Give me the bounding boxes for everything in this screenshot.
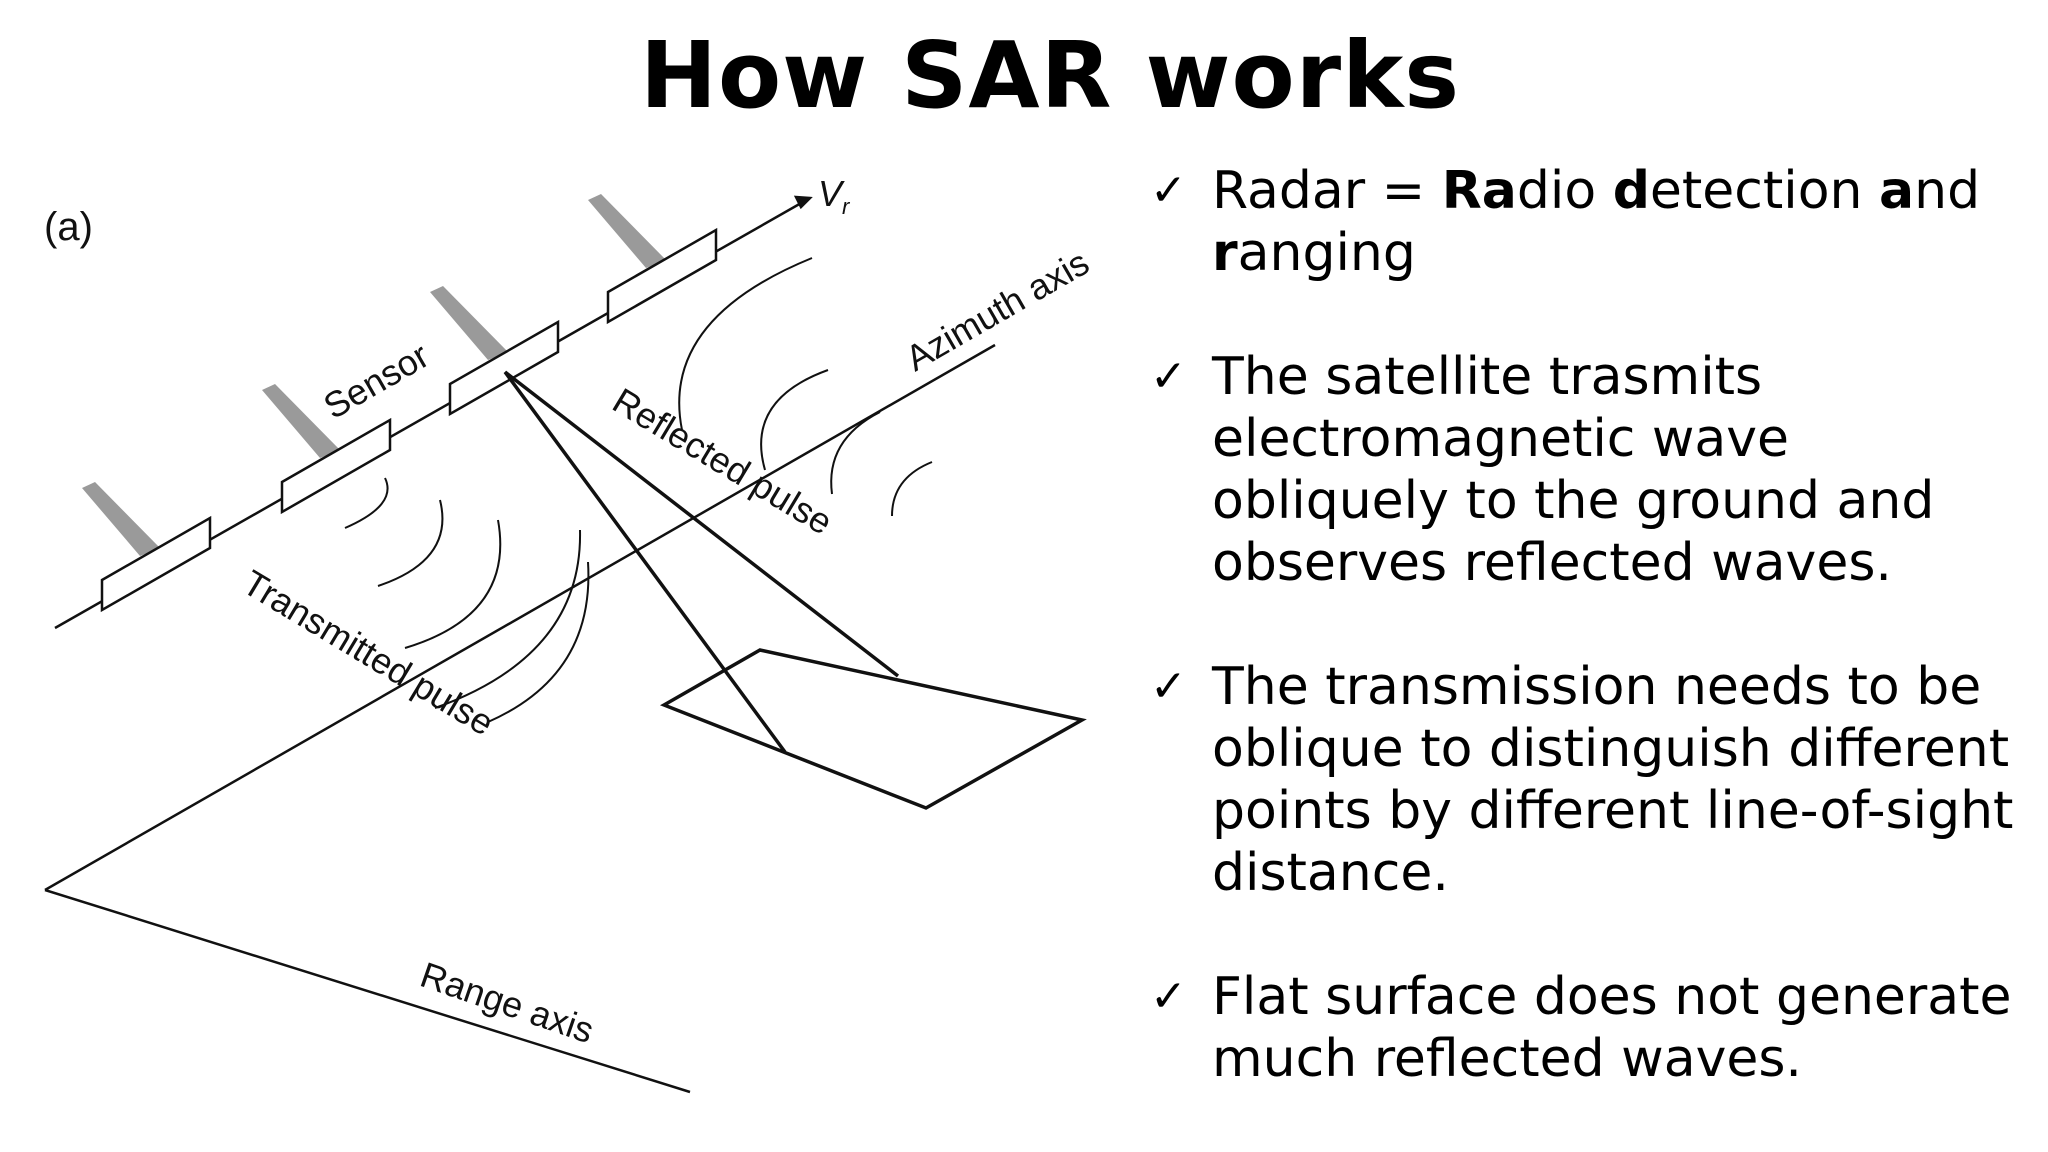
azimuth-axis-label: Azimuth axis [899,241,1096,379]
bullet-list: ✓ Radar = Radio detection and ranging ✓ … [1150,160,2030,1152]
velocity-arrow-head [793,195,813,210]
bullet-satellite: ✓ The satellite trasmits electromagnetic… [1150,346,2030,594]
sensor-box [448,319,560,417]
bullet-text: The satellite trasmits electromagnetic w… [1212,347,1935,593]
word-part: nd [1914,161,1981,221]
ground-footprint [659,648,1087,810]
check-icon: ✓ [1150,351,1187,402]
beam-line [503,370,787,754]
satellite-antenna-icon [82,482,160,556]
bullet-text: The transmission needs to be oblique to … [1212,657,2014,903]
acronym-letter: a [1879,161,1915,221]
acronym-letter: Ra [1441,161,1517,221]
sensor-box [280,417,392,515]
word-part: dio [1516,161,1613,221]
check-icon: ✓ [1150,165,1187,216]
sar-geometry-diagram: (a) Vr Sensor Azimuth axis Reflected pul… [44,173,1096,1094]
reflected-pulse-arcs [678,257,933,517]
transmitted-pulse-arcs [344,477,590,723]
acronym-letter: d [1612,161,1650,221]
radar-prefix: Radar = [1212,161,1442,221]
sensor-box [606,227,718,325]
velocity-label: Vr [818,173,851,219]
transmitted-pulse-label: Transmitted pulse [236,562,501,744]
sensor-label: Sensor [317,334,436,427]
slide-title: How SAR works [639,22,1461,129]
antenna-beams [82,194,666,556]
acronym-letter: r [1212,223,1238,283]
word-part: anging [1237,223,1416,283]
bullet-text: Radar = Radio detection and ranging [1212,161,1980,283]
word-part: etection [1649,161,1880,221]
velocity-label-subscript: r [842,194,851,219]
satellite-antenna-icon [430,286,508,360]
bullet-oblique: ✓ The transmission needs to be oblique t… [1150,656,2030,904]
range-axis-line [44,888,691,1094]
panel-label: (a) [44,205,93,249]
range-axis-label: Range axis [415,954,599,1051]
satellite-antenna-icon [262,384,340,458]
azimuth-axis-line [44,343,996,892]
reflected-pulse-label: Reflected pulse [606,380,840,543]
check-icon: ✓ [1150,661,1187,712]
beam-line [503,370,900,678]
bullet-radar: ✓ Radar = Radio detection and ranging [1150,160,2030,284]
bullet-flat-surface: ✓ Flat surface does not generate much re… [1150,966,2030,1090]
check-icon: ✓ [1150,971,1187,1022]
sensor-box [100,515,212,613]
bullet-text: Flat surface does not generate much refl… [1212,967,2012,1089]
satellite-antenna-icon [588,194,666,268]
velocity-label-main: V [818,173,845,214]
